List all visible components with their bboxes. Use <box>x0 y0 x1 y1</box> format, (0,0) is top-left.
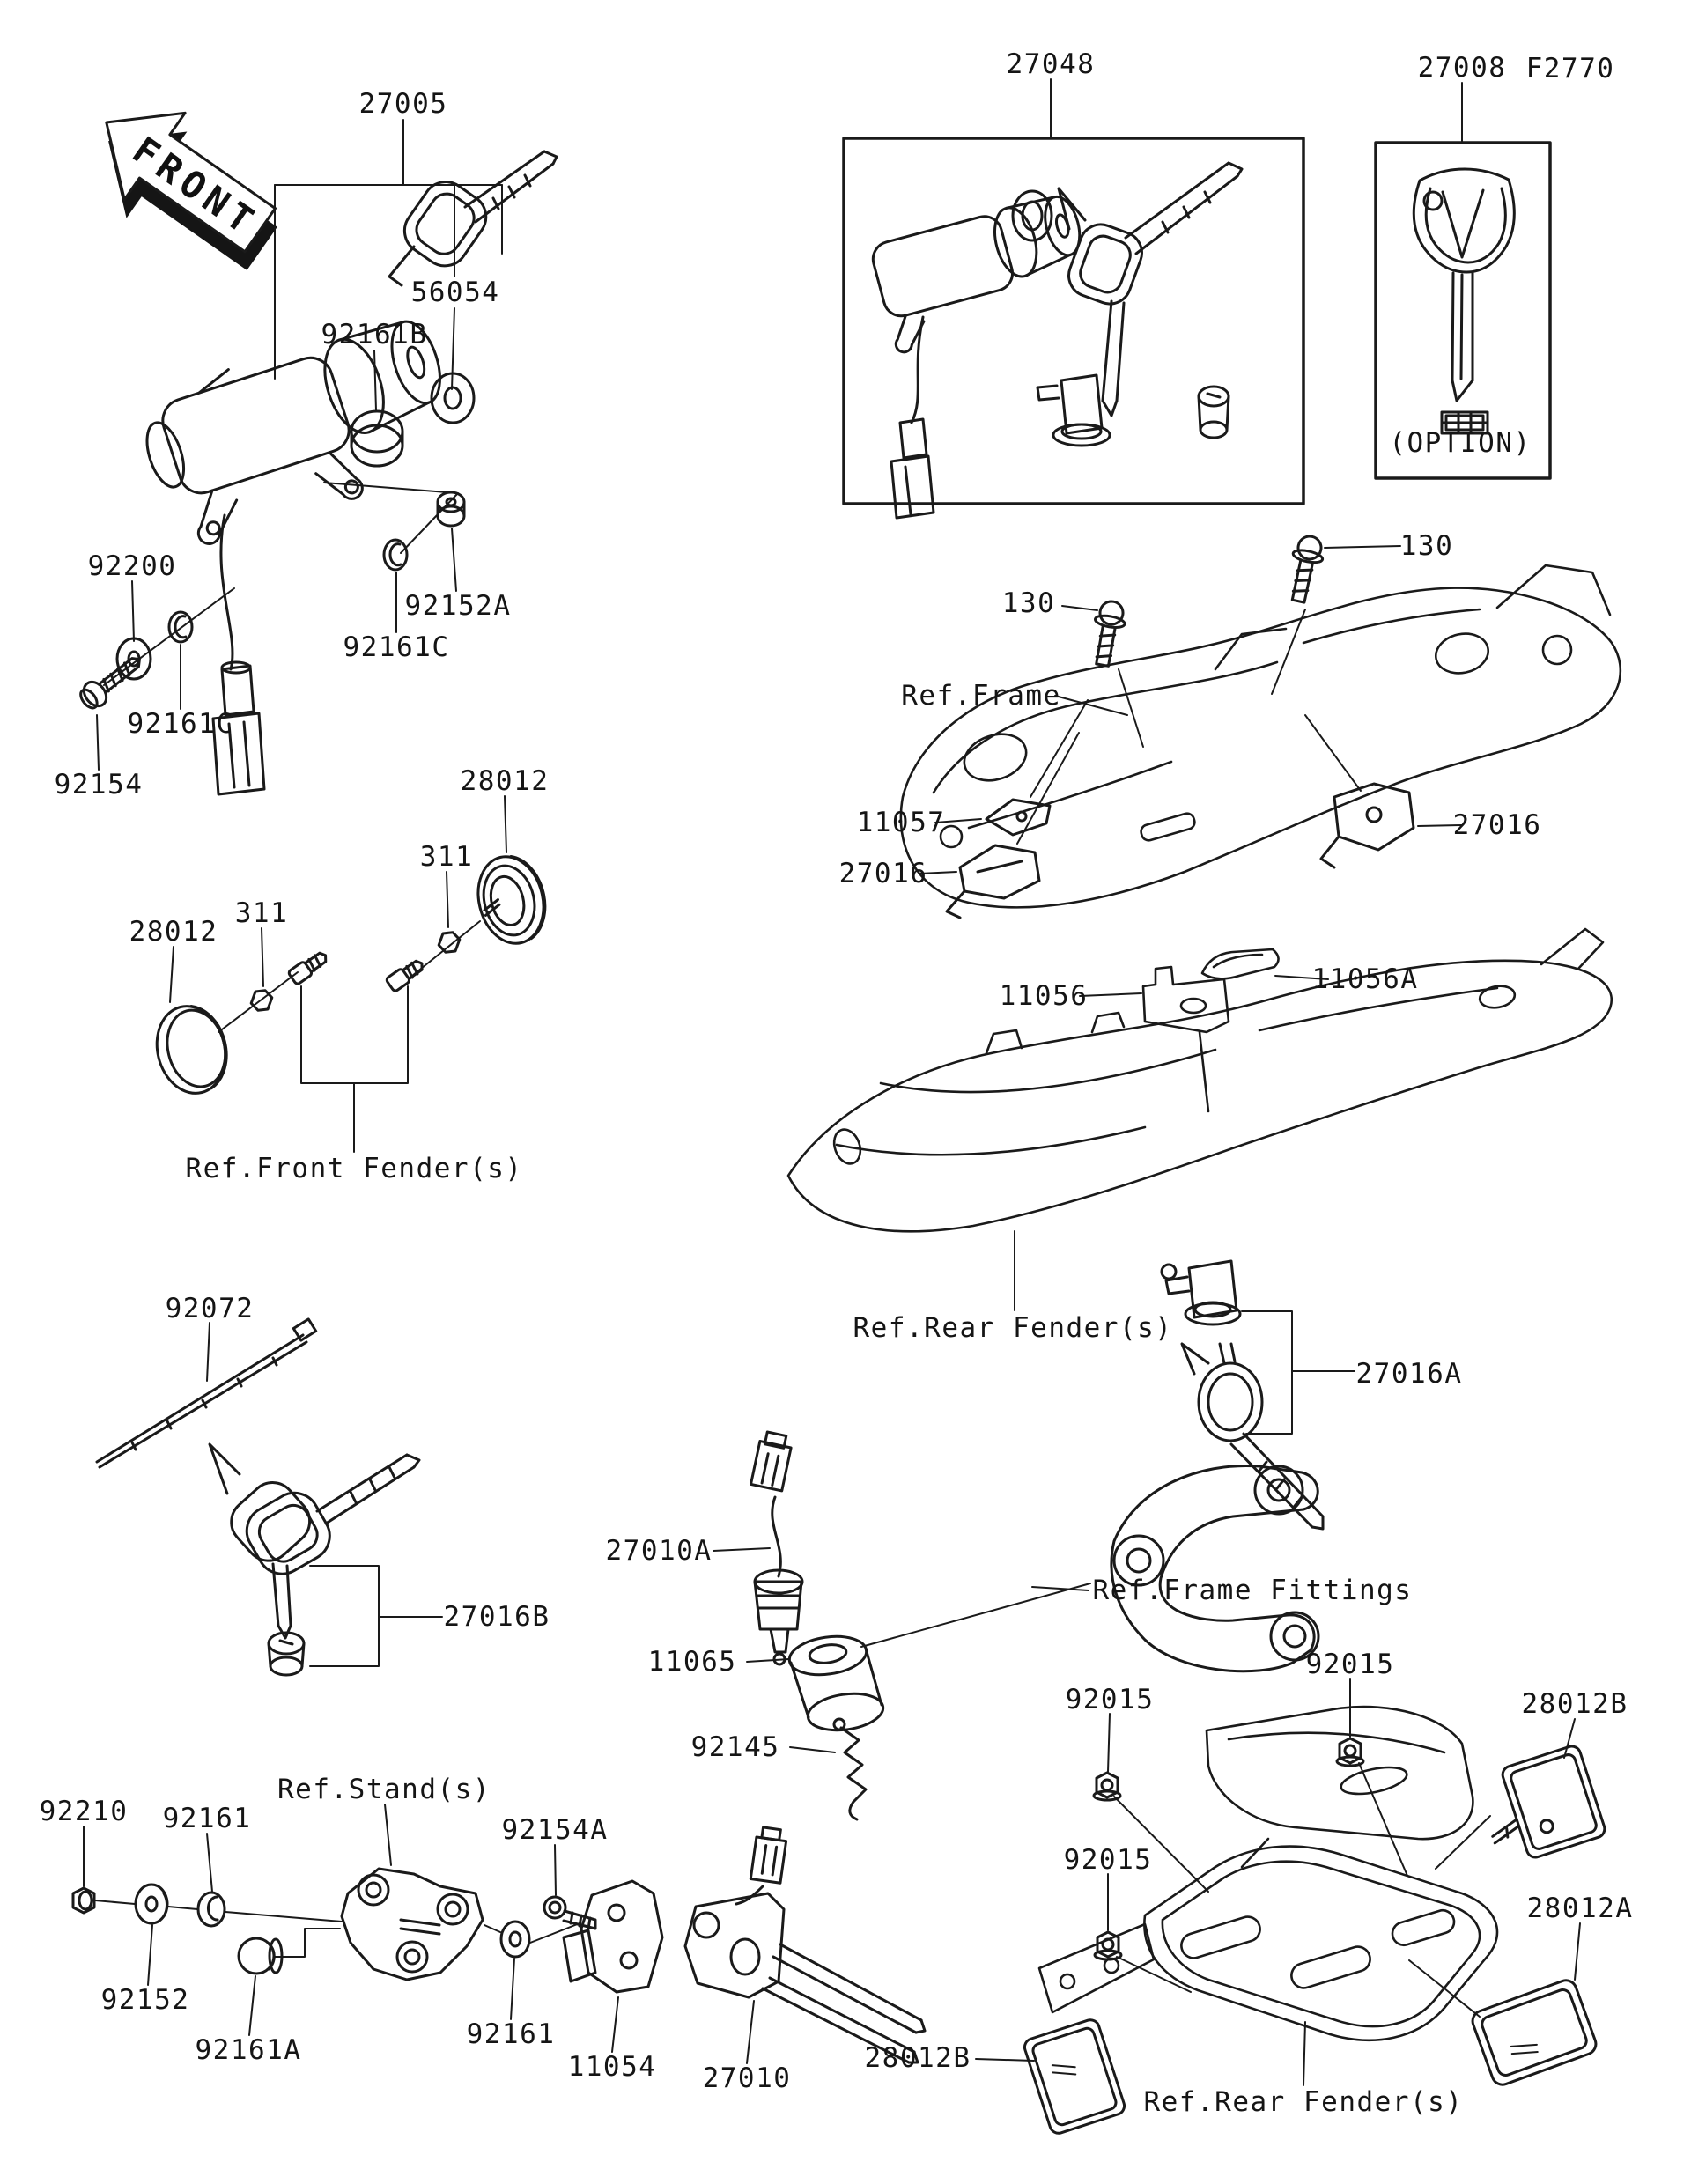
part-label-27010: 27010 <box>702 2062 792 2094</box>
ref-stand: Ref.Stand(s) <box>277 1774 491 1805</box>
part-label-11054: 11054 <box>567 2051 657 2083</box>
part-label-92145: 92145 <box>690 1731 780 1763</box>
part-label-27008: 27008 <box>1417 52 1507 84</box>
front-reflectors-drawing <box>155 855 547 1153</box>
part-label-28012A: 28012A <box>1526 1893 1634 1924</box>
part-label-11057: 11057 <box>856 807 946 838</box>
lock-cable-drawing <box>749 1430 1320 1821</box>
nut-92015-drawings <box>1092 1737 1365 1961</box>
part-label-27016-left: 27016 <box>838 858 928 889</box>
part-label-311-left: 311 <box>234 897 289 929</box>
part-label-28012-left: 28012 <box>129 916 218 948</box>
part-label-F2770: F2770 <box>1525 53 1615 85</box>
latch-parts-drawing <box>945 782 1415 919</box>
part-label-92154A: 92154A <box>501 1814 609 1846</box>
part-label-92161-bottom: 92161 <box>466 2018 556 2050</box>
part-label-28012B-bottom: 28012B <box>864 2042 971 2074</box>
part-label-92200: 92200 <box>87 550 177 582</box>
key-set-box-drawing <box>842 136 1305 520</box>
ref-rear-fender-bottom: Ref.Rear Fender(s) <box>1143 2086 1464 2118</box>
bolt-130-right-drawing <box>1290 535 1325 604</box>
part-label-92161B: 92161B <box>321 319 428 350</box>
part-label-130-right: 130 <box>1399 530 1454 562</box>
ref-frame-fittings: Ref.Frame Fittings <box>1092 1575 1413 1606</box>
stand-switch-drawing <box>71 1826 927 2064</box>
option-note: (OPTION) <box>1389 427 1532 459</box>
bolt-130-left-drawing <box>1093 600 1126 668</box>
part-label-311-right: 311 <box>419 841 474 873</box>
rear-reflectors-drawing <box>1023 1745 1606 2135</box>
part-label-11065: 11065 <box>647 1646 737 1678</box>
front-arrow-icon <box>105 111 277 270</box>
part-label-92015-bottom: 92015 <box>1063 1844 1153 1876</box>
part-label-27016A: 27016A <box>1355 1358 1463 1390</box>
part-label-130-left: 130 <box>1001 587 1056 619</box>
part-label-92210: 92210 <box>39 1796 129 1827</box>
ref-rear-fender-mid: Ref.Rear Fender(s) <box>853 1312 1173 1344</box>
part-label-27010A: 27010A <box>605 1535 713 1567</box>
part-label-92152: 92152 <box>100 1984 190 2016</box>
frame-drawing <box>899 564 1622 909</box>
part-label-11056: 11056 <box>999 980 1089 1012</box>
part-label-92161C-left: 92161C <box>127 708 234 740</box>
part-label-27005: 27005 <box>358 88 448 120</box>
part-label-56054: 56054 <box>410 277 500 308</box>
part-label-28012-right: 28012 <box>460 765 550 797</box>
part-label-28012B-right: 28012B <box>1521 1688 1628 1720</box>
rear-fender-mid-drawing <box>786 927 1613 1233</box>
key-set-27016B-drawing <box>208 1442 421 1677</box>
part-label-92072: 92072 <box>165 1293 255 1324</box>
part-label-92152A: 92152A <box>404 590 512 622</box>
part-label-92161C-right: 92161C <box>343 631 450 663</box>
part-label-92161A: 92161A <box>195 2034 302 2066</box>
cable-tie-drawing <box>95 1317 318 1469</box>
ignition-switch-drawing <box>79 150 558 796</box>
part-label-92015-mid: 92015 <box>1065 1684 1155 1715</box>
part-label-27016B: 27016B <box>443 1601 550 1633</box>
part-label-92161-top: 92161 <box>162 1803 252 1834</box>
part-label-92015-top: 92015 <box>1305 1649 1395 1680</box>
ref-front-fender: Ref.Front Fender(s) <box>185 1153 523 1184</box>
part-label-27016-right: 27016 <box>1452 809 1542 841</box>
leader-lines <box>83 78 1581 2086</box>
part-label-27048: 27048 <box>1006 48 1096 80</box>
part-label-92154: 92154 <box>54 769 144 801</box>
part-label-11056A: 11056A <box>1311 963 1419 995</box>
seat-lock-27016A-drawing <box>1160 1259 1325 1531</box>
ref-frame: Ref.Frame <box>901 680 1061 712</box>
